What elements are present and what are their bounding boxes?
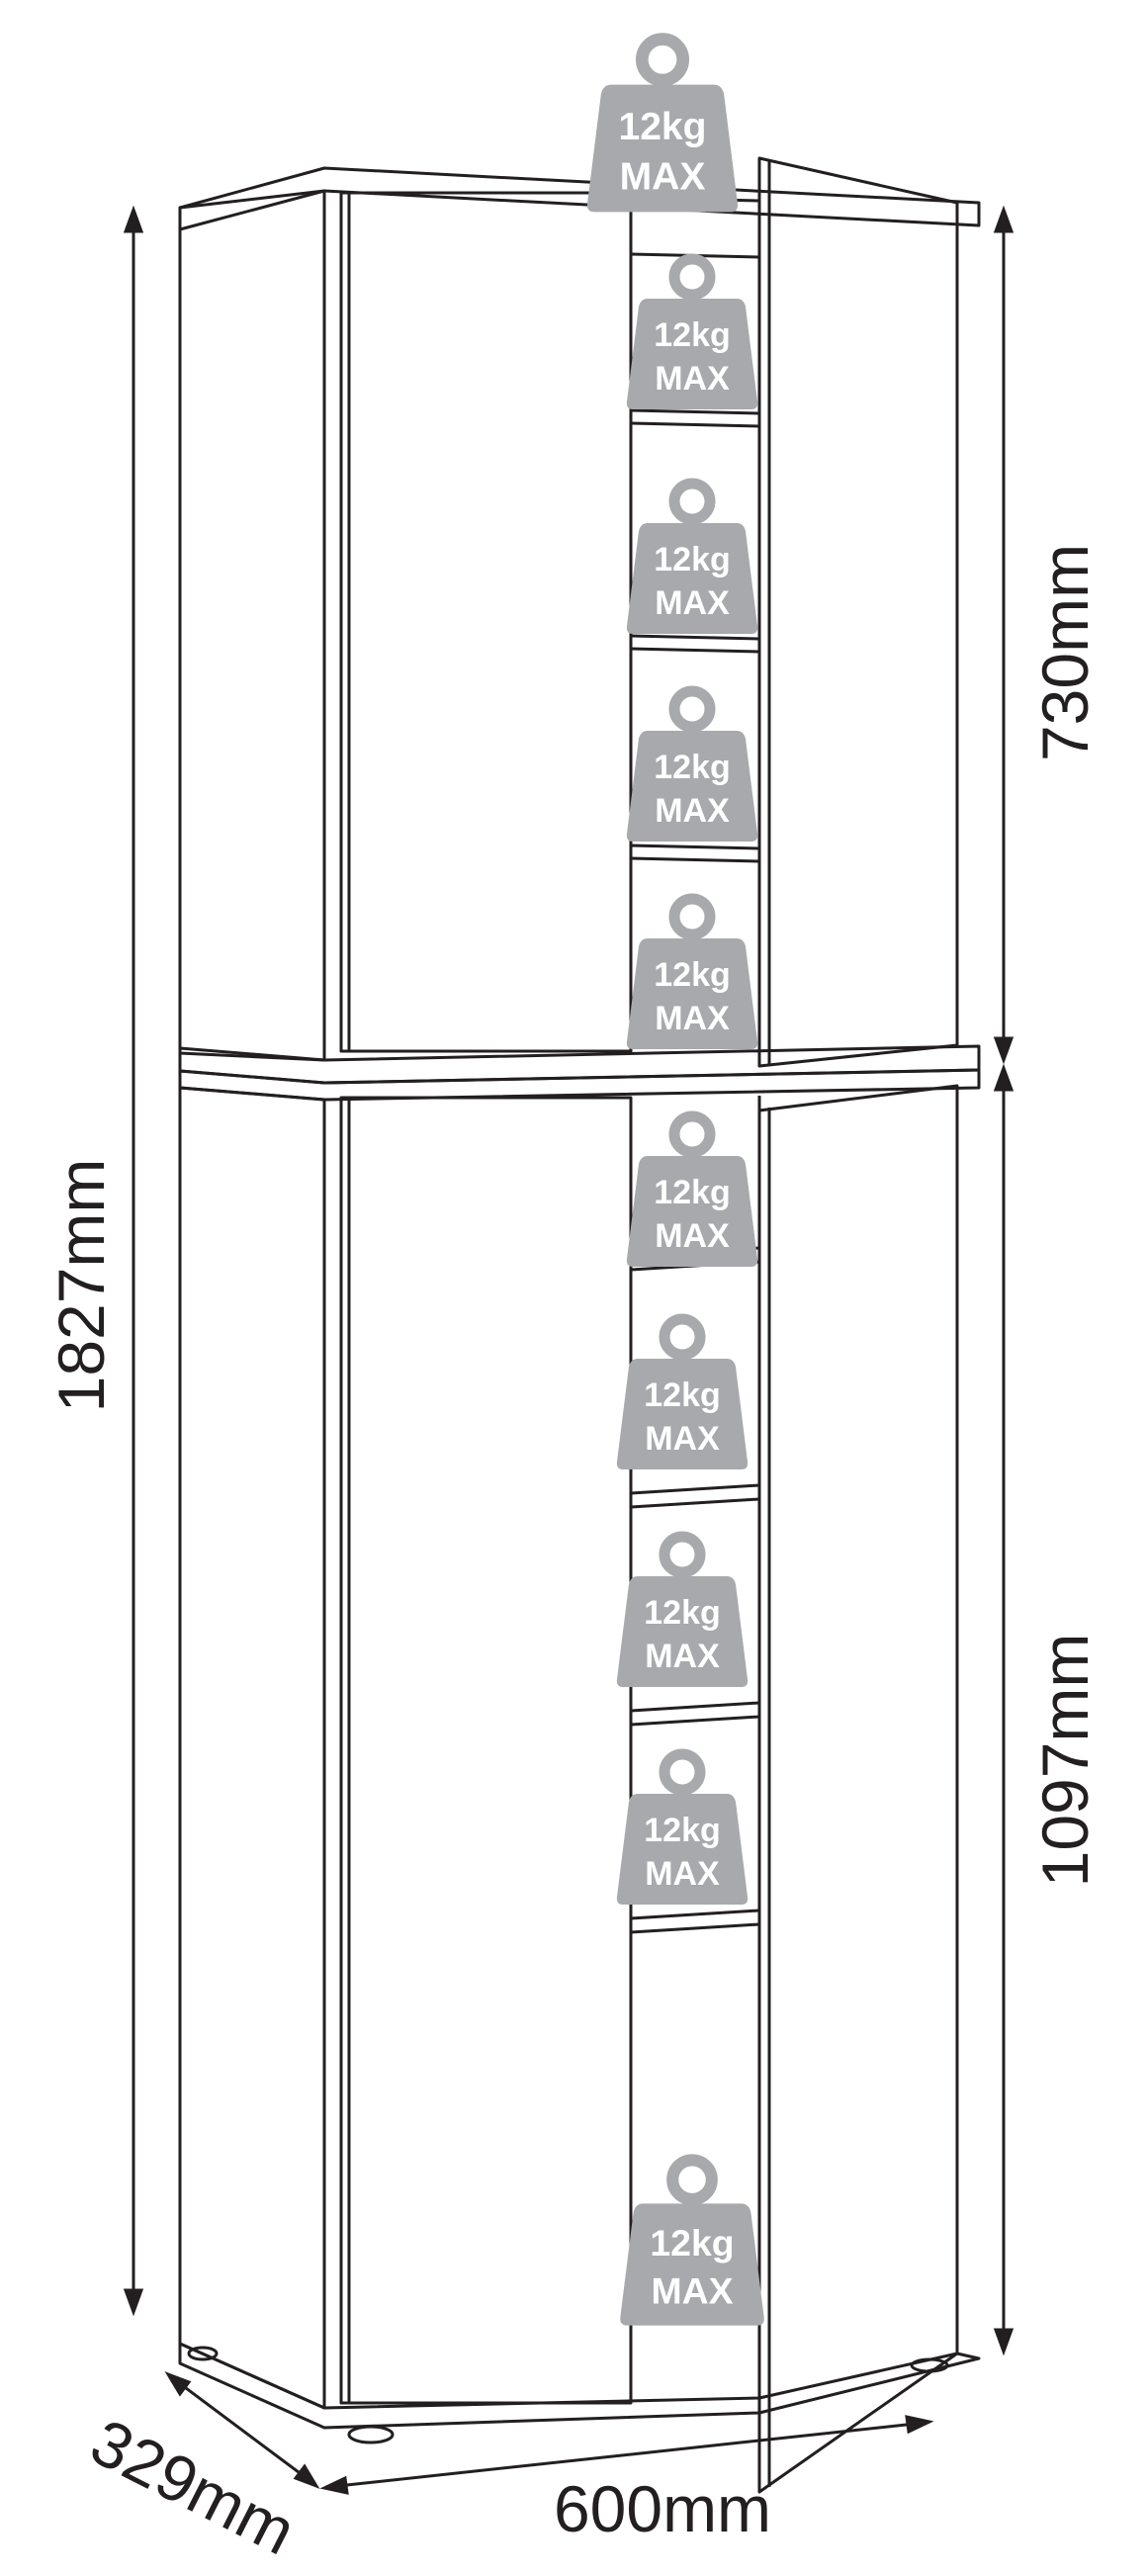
weight-badge-kg: 12kg [650, 2222, 734, 2264]
upper-top-panel [178, 166, 981, 231]
weight-badges: 12kgMAX12kgMAX12kgMAX12kgMAX12kgMAX12kgM… [586, 33, 764, 2326]
foot-right [910, 2357, 949, 2373]
weight-badge-kg: 12kg [654, 316, 731, 354]
weight-badge-kg: 12kg [618, 106, 706, 148]
weight-badge-kg: 12kg [644, 1594, 721, 1632]
upper-shelves [630, 252, 760, 863]
upper-left-door [339, 191, 633, 1053]
weight-badge-max: MAX [655, 360, 730, 398]
weight-badge-kg: 12kg [654, 749, 731, 786]
weight-badge-max: MAX [655, 1000, 730, 1037]
weight-badge-kg: 12kg [644, 1377, 721, 1414]
weight-badge-max: MAX [651, 2270, 733, 2312]
weight-badge-max: MAX [645, 1638, 720, 1675]
weight-badge-kg: 12kg [654, 956, 731, 994]
weight-handle [659, 1313, 706, 1361]
dim-upper-label: 730mm [1028, 544, 1102, 761]
weight-body [616, 1576, 749, 1687]
weight-badge-kg: 12kg [644, 1812, 721, 1849]
weight-badge-kg: 12kg [654, 1174, 731, 1211]
weight-badge-max: MAX [655, 1217, 730, 1255]
weight-handle [668, 1110, 716, 1158]
cabinet-body [178, 156, 981, 2494]
weight-handle [668, 478, 716, 525]
lower-right-door-open [757, 1084, 959, 2494]
dim-lower-label: 1097mm [1028, 1634, 1102, 1888]
weight-badge-max: MAX [645, 1420, 720, 1458]
dim-width-label: 600mm [554, 2472, 771, 2545]
weight-badge-max: MAX [620, 155, 706, 198]
weight-badge-max: MAX [655, 584, 730, 622]
weight-handle [659, 1748, 706, 1796]
weight-handle [635, 33, 690, 87]
foot-front [347, 2425, 395, 2444]
dim-depth-line [169, 2374, 315, 2486]
weight-body [616, 1794, 749, 1905]
foot-left [187, 2346, 219, 2361]
dimension-lines [123, 205, 1014, 2495]
upper-left-side [178, 189, 326, 1062]
lower-left-side [178, 1086, 326, 2410]
weight-handle [659, 1531, 706, 1578]
weight-body [626, 1156, 758, 1267]
upper-right-door-open [757, 156, 959, 1068]
weight-body [620, 2203, 764, 2326]
lower-plinth [178, 2342, 981, 2430]
weight-badge-kg: 12kg [654, 541, 731, 578]
dim-depth-label: 329mm [80, 2405, 308, 2569]
weight-handle [668, 685, 716, 733]
weight-badge-max: MAX [645, 1855, 720, 1893]
weight-body [626, 523, 758, 634]
weight-badge-max: MAX [655, 792, 730, 830]
dim-width-line [327, 2421, 926, 2489]
weight-body [616, 1359, 749, 1469]
weight-body [586, 84, 739, 213]
weight-handle [668, 253, 716, 301]
dim-total-label: 1827mm [44, 1159, 118, 1413]
weight-handle [668, 893, 716, 940]
lower-top-panel [178, 1068, 981, 1102]
weight-body [626, 299, 758, 409]
lower-left-door [339, 1096, 633, 2405]
weight-body [626, 938, 758, 1049]
weight-handle [666, 2154, 718, 2206]
weight-body [626, 731, 758, 842]
